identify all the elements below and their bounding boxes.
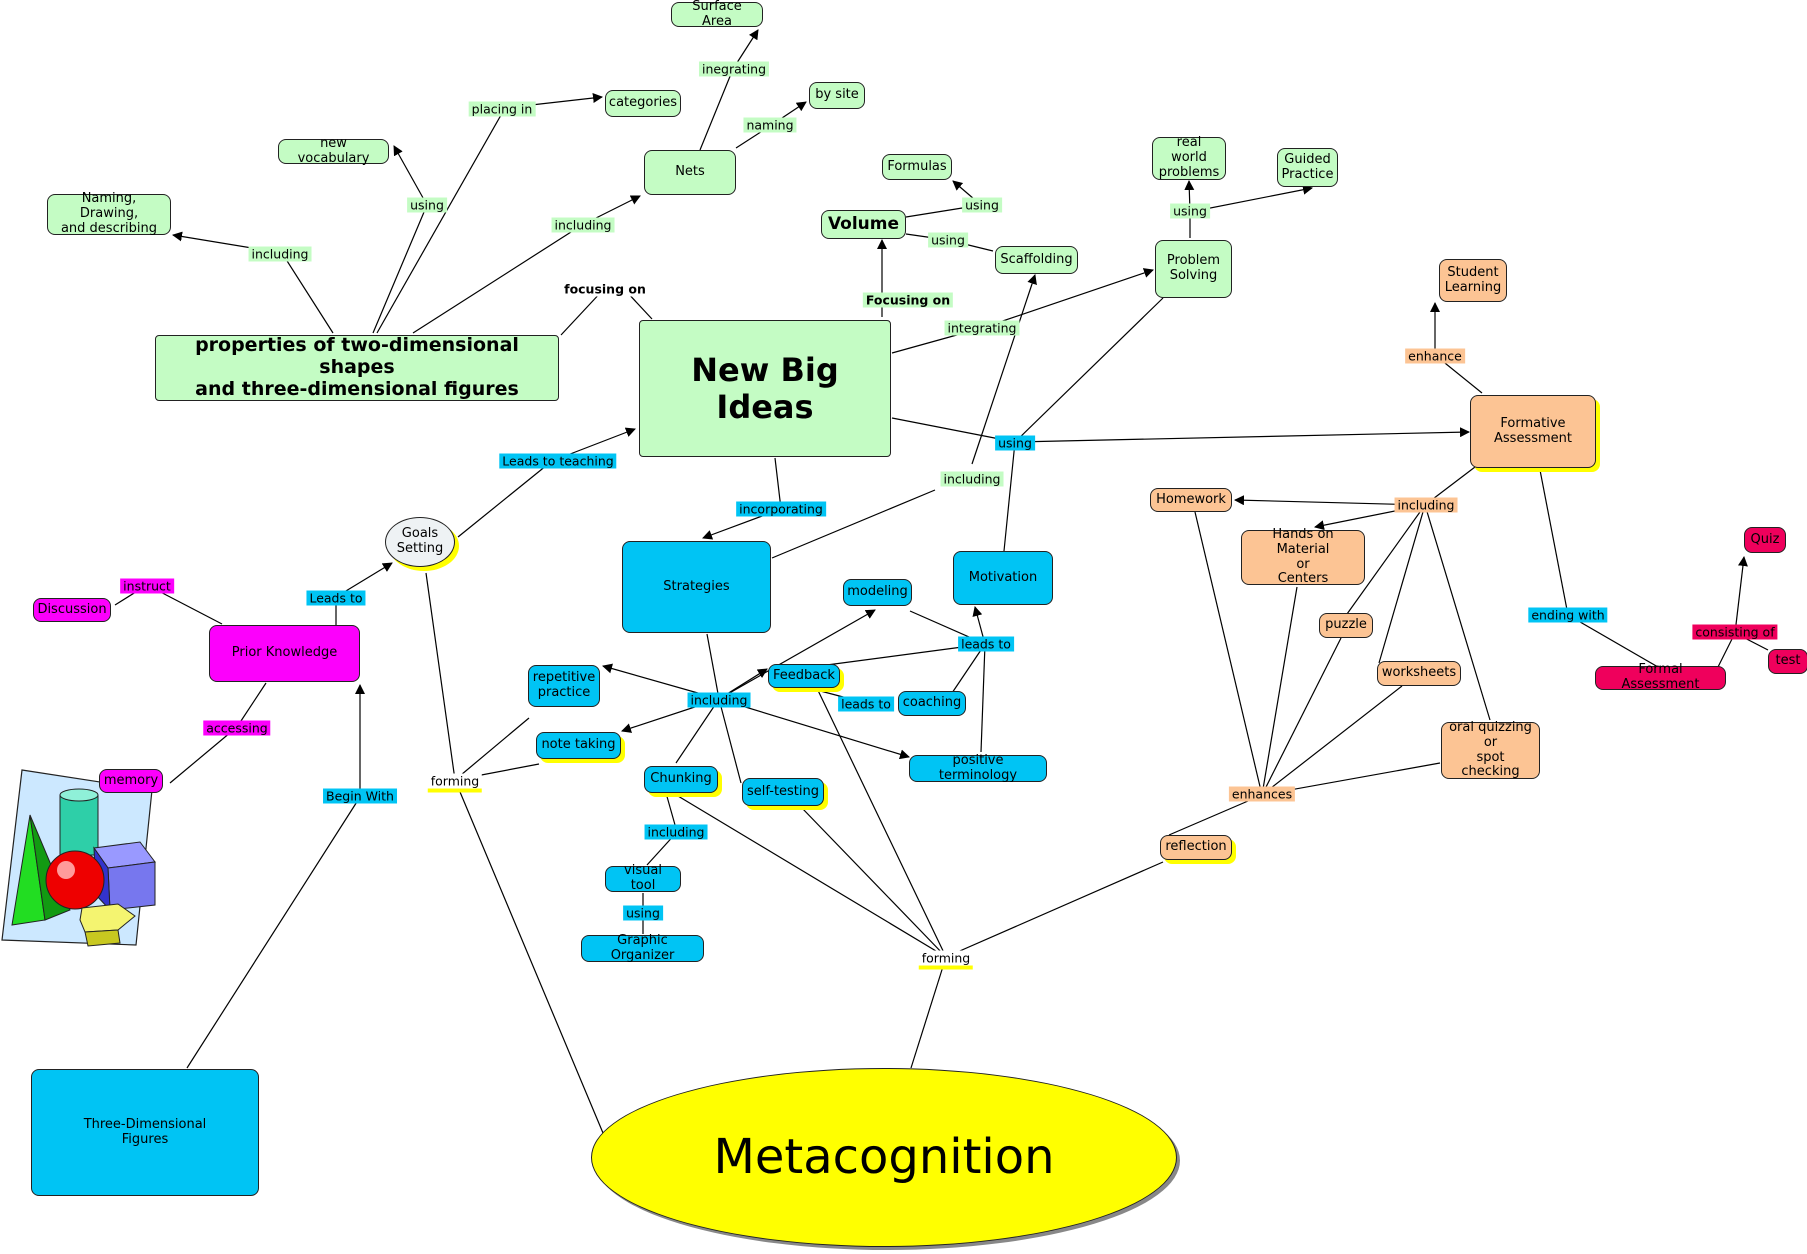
link-including-formative[interactable]: including [1394, 497, 1458, 513]
node-scaffolding[interactable]: Scaffolding [995, 246, 1078, 274]
link-inegrating[interactable]: inegrating [698, 61, 770, 77]
node-new-vocabulary[interactable]: new vocabulary [278, 136, 389, 165]
node-test[interactable]: test [1768, 649, 1807, 674]
link-focusing-on-volume[interactable]: Focusing on [862, 292, 954, 308]
link-using-scaffolding[interactable]: using [928, 232, 968, 248]
link-including-strategies[interactable]: including [687, 692, 751, 708]
node-metacognition[interactable]: Metacognition [591, 1068, 1177, 1247]
node-student-learning[interactable]: Student Learning [1439, 259, 1507, 302]
node-note-taking[interactable]: note taking [536, 732, 621, 759]
link-leads-to-teaching[interactable]: Leads to teaching [499, 453, 617, 469]
node-volume[interactable]: Volume [821, 210, 906, 239]
link-placing-in[interactable]: placing in [468, 101, 536, 117]
node-guided-practice[interactable]: Guided Practice [1277, 148, 1338, 187]
node-modeling[interactable]: modeling [843, 579, 912, 606]
link-focusing-on[interactable]: focusing on [561, 281, 649, 297]
node-self-testing[interactable]: self-testing [742, 778, 824, 806]
link-integrating[interactable]: integrating [944, 320, 1020, 336]
node-real-world[interactable]: real world problems [1152, 135, 1226, 180]
node-formulas[interactable]: Formulas [882, 154, 952, 180]
link-accessing[interactable]: accessing [203, 720, 271, 736]
link-including-chunking[interactable]: including [644, 824, 708, 840]
link-ending-with[interactable]: ending with [1528, 607, 1608, 623]
link-leads-to-motivation[interactable]: leads to [958, 636, 1014, 652]
node-chunking[interactable]: Chunking [644, 766, 718, 793]
node-oral-quizzing[interactable]: oral quizzing or spot checking [1441, 720, 1540, 779]
node-properties[interactable]: properties of two-dimensional shapes and… [155, 334, 559, 401]
node-naming-drawing[interactable]: Naming, Drawing, and describing [47, 191, 171, 236]
node-puzzle[interactable]: puzzle [1319, 613, 1373, 638]
node-three-dimensional[interactable]: Three-Dimensional Figures [31, 1069, 259, 1196]
link-using-graphic[interactable]: using [623, 905, 663, 921]
node-formative-assessment[interactable]: Formative Assessment [1470, 395, 1596, 468]
node-strategies[interactable]: Strategies [622, 541, 771, 633]
node-reflection[interactable]: reflection [1160, 835, 1232, 860]
node-worksheets[interactable]: worksheets [1377, 661, 1461, 686]
node-feedback[interactable]: Feedback [768, 664, 840, 688]
node-visual-tool[interactable]: visual tool [605, 863, 681, 893]
link-using-problem-solving[interactable]: using [1170, 203, 1210, 219]
link-using-main[interactable]: using [995, 435, 1035, 451]
node-nets[interactable]: Nets [644, 150, 736, 195]
node-motivation[interactable]: Motivation [953, 551, 1053, 605]
node-hands-on[interactable]: Hands on Material or Centers [1241, 527, 1365, 586]
link-leads-to-goals[interactable]: Leads to [306, 590, 366, 606]
link-including-nets[interactable]: including [551, 217, 615, 233]
node-positive-terminology[interactable]: positive terminology [909, 753, 1047, 782]
node-homework[interactable]: Homework [1150, 488, 1232, 512]
link-begin-with[interactable]: Begin With [323, 788, 397, 804]
link-leads-to-coaching[interactable]: leads to [838, 696, 894, 712]
link-enhance[interactable]: enhance [1405, 348, 1465, 364]
link-consisting-of[interactable]: consisting of [1692, 624, 1778, 640]
node-problem-solving[interactable]: Problem Solving [1155, 240, 1232, 298]
link-instruct[interactable]: instruct [120, 578, 174, 594]
link-forming-center[interactable]: forming [918, 950, 974, 970]
link-incorporating[interactable]: incorporating [736, 501, 826, 517]
node-new-big-ideas[interactable]: New Big Ideas [639, 320, 891, 457]
node-memory[interactable]: memory [99, 769, 163, 793]
node-discussion[interactable]: Discussion [33, 598, 111, 622]
node-graphic-organizer[interactable]: Graphic Organizer [581, 933, 704, 962]
node-prior-knowledge[interactable]: Prior Knowledge [209, 625, 360, 682]
link-naming[interactable]: naming [743, 117, 797, 133]
node-quiz[interactable]: Quiz [1744, 527, 1786, 553]
link-using-vocab[interactable]: using [407, 197, 447, 213]
geometric-solids-clipart-icon [1, 769, 156, 947]
link-including-naming[interactable]: including [248, 246, 312, 262]
link-using-formulas[interactable]: using [962, 197, 1002, 213]
node-goals-setting[interactable]: Goals Setting [385, 517, 455, 567]
node-categories[interactable]: categories [605, 90, 681, 117]
node-formal-assessment[interactable]: Formal Assessment [1595, 662, 1726, 692]
node-surface-area[interactable]: Surface Area [671, 0, 763, 28]
node-coaching[interactable]: coaching [898, 691, 966, 716]
node-by-site[interactable]: by site [809, 82, 865, 109]
node-repetitive-practice[interactable]: repetitive practice [528, 665, 600, 707]
link-enhances[interactable]: enhances [1228, 786, 1296, 802]
link-forming-left[interactable]: forming [427, 773, 483, 793]
link-including-scaffolding[interactable]: including [940, 471, 1004, 487]
